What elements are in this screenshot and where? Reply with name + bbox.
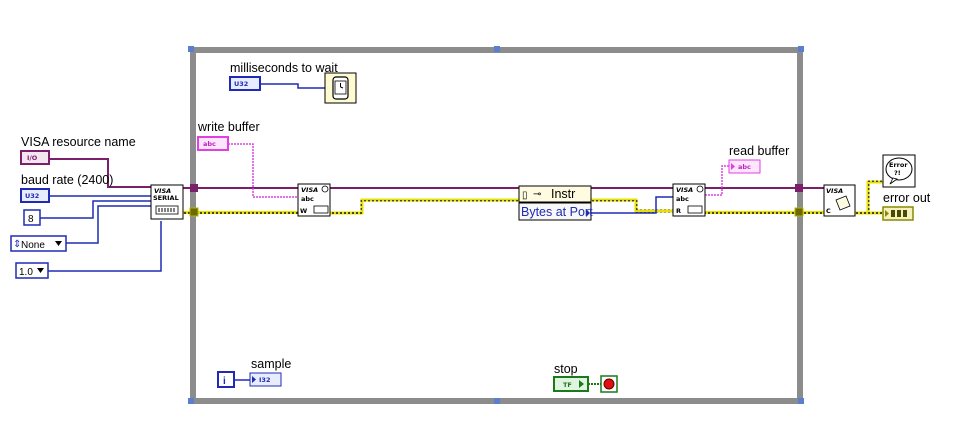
visa-text: VISA — [676, 186, 693, 194]
visa-resource-control[interactable]: I/O — [20, 150, 50, 165]
tunnel-visa-in — [190, 184, 198, 192]
read-buffer-indicator[interactable]: abc — [728, 159, 761, 174]
close-mode-text: C — [826, 207, 831, 215]
wait-function-node[interactable] — [324, 72, 357, 104]
iteration-text: i — [223, 376, 226, 387]
error-text: Error — [889, 161, 908, 169]
error-wire-4 — [705, 211, 824, 214]
visa-text: VISA — [154, 187, 171, 195]
stop-sign-icon — [603, 378, 615, 390]
chevron-down-icon[interactable] — [37, 268, 44, 273]
visa-close-node[interactable]: VISA C — [823, 184, 856, 217]
output-arrow-icon — [579, 380, 584, 388]
stop-control[interactable]: TF — [553, 376, 589, 392]
bytes-at-port-wire — [591, 196, 673, 214]
error-out-label: error out — [883, 191, 931, 205]
visa-text: VISA — [826, 187, 843, 195]
stop-bits-wire — [48, 221, 162, 272]
clock-icon — [696, 185, 704, 193]
tf-type-text: TF — [563, 381, 572, 389]
tunnel-error-out — [794, 207, 804, 217]
sample-indicator[interactable]: I32 — [249, 372, 282, 387]
parity-wire — [66, 205, 151, 244]
ms-wait-wire — [260, 83, 325, 89]
chevron-down-icon[interactable] — [55, 241, 62, 246]
error-wire-2 — [330, 198, 519, 215]
u32-type-text: U32 — [234, 80, 248, 88]
visa-write-node[interactable]: VISA abc W — [297, 183, 331, 217]
tunnel-visa-out — [795, 184, 803, 192]
clock-icon — [321, 185, 329, 193]
tunnel-error-in — [189, 207, 199, 217]
abc-type-text: abc — [738, 163, 751, 171]
read-buffer-wire — [705, 165, 729, 196]
error-handler-node[interactable]: Error ?! — [882, 154, 916, 188]
stop-label: stop — [554, 362, 578, 376]
property-arrow-icon: ⊸ — [533, 189, 541, 200]
wires — [40, 83, 883, 385]
u32-type-text: U32 — [25, 192, 39, 200]
baud-rate-control[interactable]: U32 — [20, 188, 50, 203]
stop-bits-constant[interactable]: 1.0 — [15, 262, 49, 279]
error-wire-5 — [855, 180, 883, 215]
error-out-indicator[interactable] — [882, 206, 914, 221]
while-loop[interactable] — [188, 46, 804, 404]
visa-resource-wire — [42, 158, 151, 188]
write-buffer-label: write buffer — [197, 120, 260, 134]
write-buffer-wire — [228, 143, 298, 198]
error-wire-1 — [183, 211, 298, 214]
refnum-icon: ▯ — [522, 190, 528, 201]
loop-tunnels — [189, 184, 804, 217]
parity-text: None — [21, 240, 45, 251]
stop-bits-text: 1.0 — [19, 267, 33, 278]
abc-type-text: abc — [203, 140, 216, 148]
visa-configure-serial-node[interactable]: VISA SERIAL — [150, 184, 184, 220]
input-arrow-icon — [885, 210, 889, 217]
speech-bubble-icon — [885, 157, 913, 181]
milliseconds-to-wait-label: milliseconds to wait — [230, 61, 338, 75]
input-arrow-icon — [731, 163, 735, 170]
read-buffer-label: read buffer — [729, 144, 789, 158]
write-mode-text: W — [300, 207, 307, 215]
serial-port-icon — [313, 205, 329, 214]
serial-port-icon — [687, 205, 703, 214]
milliseconds-to-wait-control[interactable]: U32 — [229, 76, 261, 91]
visa-resource-name-label: VISA resource name — [21, 135, 136, 149]
parity-constant[interactable]: ⇕ None — [10, 235, 67, 252]
iteration-terminal: i — [217, 371, 235, 388]
sample-label: sample — [251, 357, 291, 371]
abc-text: abc — [301, 195, 314, 203]
bytes-at-port-property[interactable]: Bytes at Port — [521, 205, 593, 219]
property-node[interactable]: ▯ ⊸ Instr Bytes at Port — [518, 185, 593, 221]
output-arrow-icon — [586, 209, 590, 217]
visa-read-node[interactable]: VISA abc R — [672, 183, 706, 217]
data-bits-wire — [40, 200, 151, 219]
loop-condition-terminal[interactable] — [600, 375, 618, 393]
read-mode-text: R — [676, 207, 681, 215]
write-buffer-control[interactable]: abc — [197, 136, 229, 151]
error-symbol-text: ?! — [894, 169, 901, 177]
ring-arrows-icon: ⇕ — [13, 239, 21, 250]
serial-text: SERIAL — [153, 194, 179, 202]
baud-rate-label: baud rate (2400) — [21, 173, 113, 187]
property-class-text: Instr — [551, 187, 575, 201]
i32-type-text: I32 — [259, 376, 270, 384]
data-bits-text: 8 — [28, 214, 34, 225]
error-wire-3 — [591, 198, 673, 213]
data-bits-constant[interactable]: 8 — [23, 209, 41, 226]
input-arrow-icon — [252, 376, 256, 383]
abc-text: abc — [676, 195, 689, 203]
close-book-icon — [835, 195, 851, 211]
visa-text: VISA — [301, 186, 318, 194]
io-type-text: I/O — [27, 154, 38, 162]
serial-port-icon — [155, 205, 179, 215]
